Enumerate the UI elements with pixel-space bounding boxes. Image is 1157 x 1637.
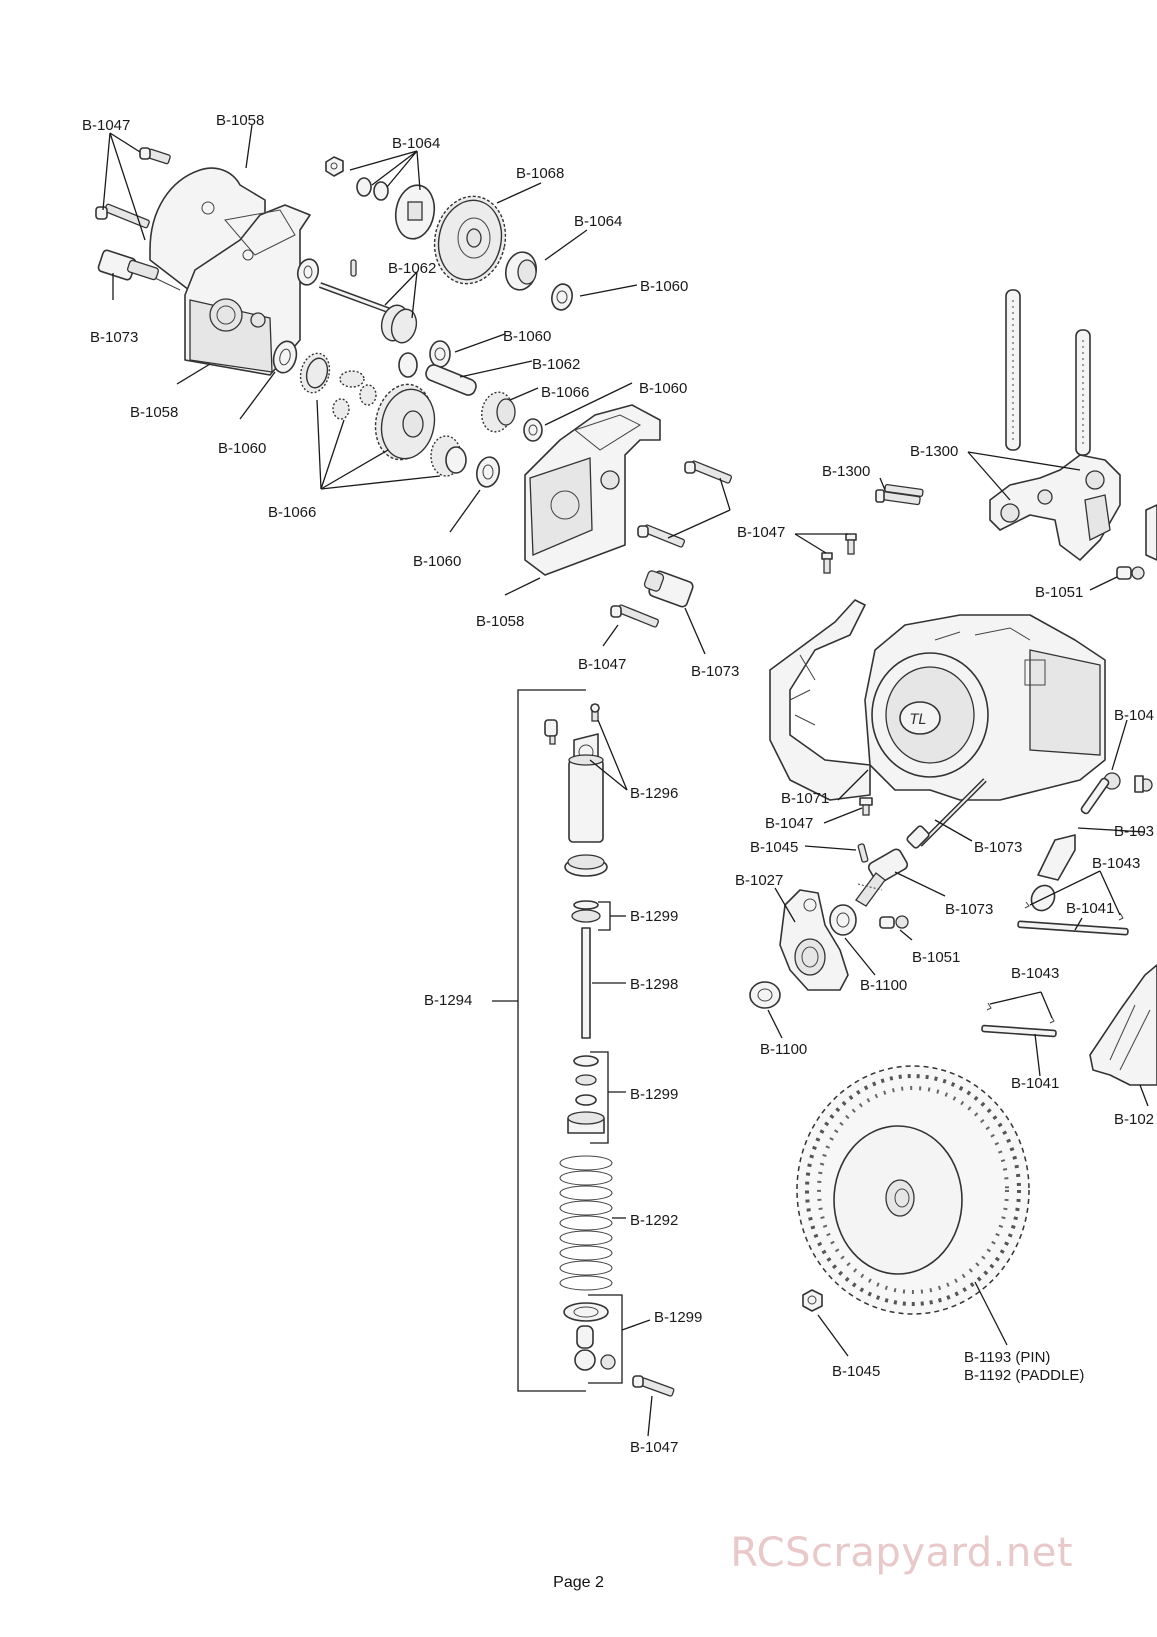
part-label: B-1066: [541, 384, 589, 401]
part-label: B-1058: [130, 404, 178, 421]
page-number: Page 2: [553, 1574, 604, 1591]
part-label: B-1047: [737, 524, 785, 541]
part-label: B-1060: [640, 278, 688, 295]
bearing-part: [272, 258, 320, 374]
gearbox-case-right: [524, 404, 661, 576]
shock-assembly: B-1294 B-1296 B-1299 B-1298 B-1299 B-129…: [424, 689, 702, 1456]
part-label: B-1047: [630, 1439, 678, 1456]
diff-bevel-gears: [299, 352, 377, 420]
part-label: B-1047: [82, 117, 130, 134]
part-label: B-1296: [630, 785, 678, 802]
gearbox-assembly: B-1047 B-1058 B-1064 B-1068 B-1064 B-106…: [82, 112, 785, 680]
part-label: B-1041: [1011, 1075, 1059, 1092]
part-label: B-1043: [1011, 965, 1059, 982]
part-label: B-1073: [691, 663, 739, 680]
part-label: B-1060: [218, 440, 266, 457]
part-label: B-1292: [630, 1212, 678, 1229]
part-label: B-1060: [413, 553, 461, 570]
spring-part: [559, 1155, 613, 1291]
outdrive-part: [643, 570, 694, 608]
part-label: B-1060: [503, 328, 551, 345]
part-label: B-1298: [630, 976, 678, 993]
idler-gear-part: [481, 391, 516, 433]
part-label: B-1299: [630, 1086, 678, 1103]
top-shaft-part: [318, 282, 418, 344]
part-label: B-1071: [781, 790, 829, 807]
bearing-part: [398, 283, 573, 378]
watermark: RCScrapyard.net: [730, 1530, 1073, 1576]
part-label: B-1100: [760, 1041, 807, 1058]
part-label: B-1064: [392, 135, 440, 152]
part-label: B-1062: [388, 260, 436, 277]
part-label: B-1192 (PADDLE): [964, 1367, 1084, 1384]
part-label: B-1058: [476, 613, 524, 630]
part-label: B-1068: [516, 165, 564, 182]
part-label: B-1045: [832, 1363, 880, 1380]
slipper-plate-part: [394, 184, 436, 240]
logo-mark-icon: TL: [910, 712, 926, 728]
slipper-hub-part: [505, 251, 537, 291]
part-label: B-1300: [910, 443, 958, 460]
part-label: B-1073: [974, 839, 1022, 856]
steering-assembly: B-1300 B-1300 B-1051: [794, 289, 1157, 601]
wheel-assembly: B-1193 (PIN) B-1192 (PADDLE) B-1045: [796, 1065, 1084, 1384]
part-label: B-104: [1114, 707, 1154, 724]
part-label: B-1294: [424, 992, 472, 1009]
part-label: B-1041: [1066, 900, 1114, 917]
nut-washer-part: [325, 156, 389, 201]
part-label: B-1047: [578, 656, 626, 673]
screw-part: [95, 147, 171, 229]
part-label: B-1299: [654, 1309, 702, 1326]
part-label: B-1300: [822, 463, 870, 480]
screw-part: [610, 460, 733, 628]
leader-lines: [102, 124, 731, 655]
part-label: B-1058: [216, 112, 264, 129]
part-label: B-103: [1114, 823, 1154, 840]
part-label: B-1073: [90, 329, 138, 346]
part-label: B-1051: [912, 949, 960, 966]
gearbox-case-left: [149, 167, 311, 376]
rear-assembly: TL: [735, 599, 1157, 1128]
part-label: B-1299: [630, 908, 678, 925]
spur-gear-part: [433, 195, 507, 285]
part-label: B-1062: [532, 356, 580, 373]
part-label: B-1047: [765, 815, 813, 832]
part-label: B-102: [1114, 1111, 1154, 1128]
turnbuckle-part: [1030, 772, 1153, 912]
part-label: B-1100: [860, 977, 907, 994]
part-label: B-1193 (PIN): [964, 1349, 1050, 1366]
diff-gear-part: [374, 383, 467, 477]
part-label: B-1064: [574, 213, 622, 230]
part-label: B-1066: [268, 504, 316, 521]
part-label: B-1027: [735, 872, 783, 889]
part-label: B-1051: [1035, 584, 1083, 601]
part-label: B-1043: [1092, 855, 1140, 872]
part-label: B-1073: [945, 901, 993, 918]
part-label: B-1060: [639, 380, 687, 397]
part-label: B-1045: [750, 839, 798, 856]
